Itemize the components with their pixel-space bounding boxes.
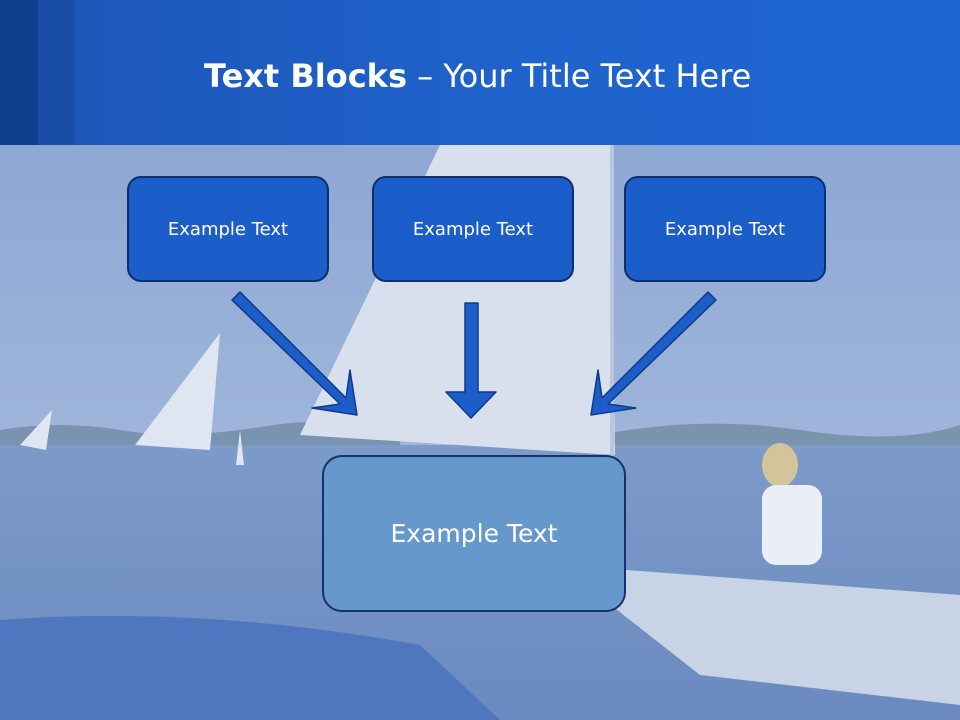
title-dash: – <box>407 57 444 95</box>
title-bar: Text Blocks – Your Title Text Here <box>0 0 960 145</box>
text-block-1-label: Example Text <box>167 218 289 240</box>
target-text-block[interactable]: Example Text <box>322 455 626 612</box>
target-text-block-label: Example Text <box>390 519 558 548</box>
title-rest-part: Your Title Text Here <box>443 57 752 95</box>
text-block-3[interactable]: Example Text <box>624 176 826 282</box>
text-block-1[interactable]: Example Text <box>127 176 329 282</box>
text-block-3-label: Example Text <box>664 218 786 240</box>
text-block-2[interactable]: Example Text <box>372 176 574 282</box>
slide-title[interactable]: Text Blocks – Your Title Text Here <box>204 56 751 96</box>
title-bold-part: Text Blocks <box>204 57 407 95</box>
text-block-2-label: Example Text <box>412 218 534 240</box>
header-accent-dark <box>0 0 38 145</box>
header-accent-mid <box>38 0 75 145</box>
